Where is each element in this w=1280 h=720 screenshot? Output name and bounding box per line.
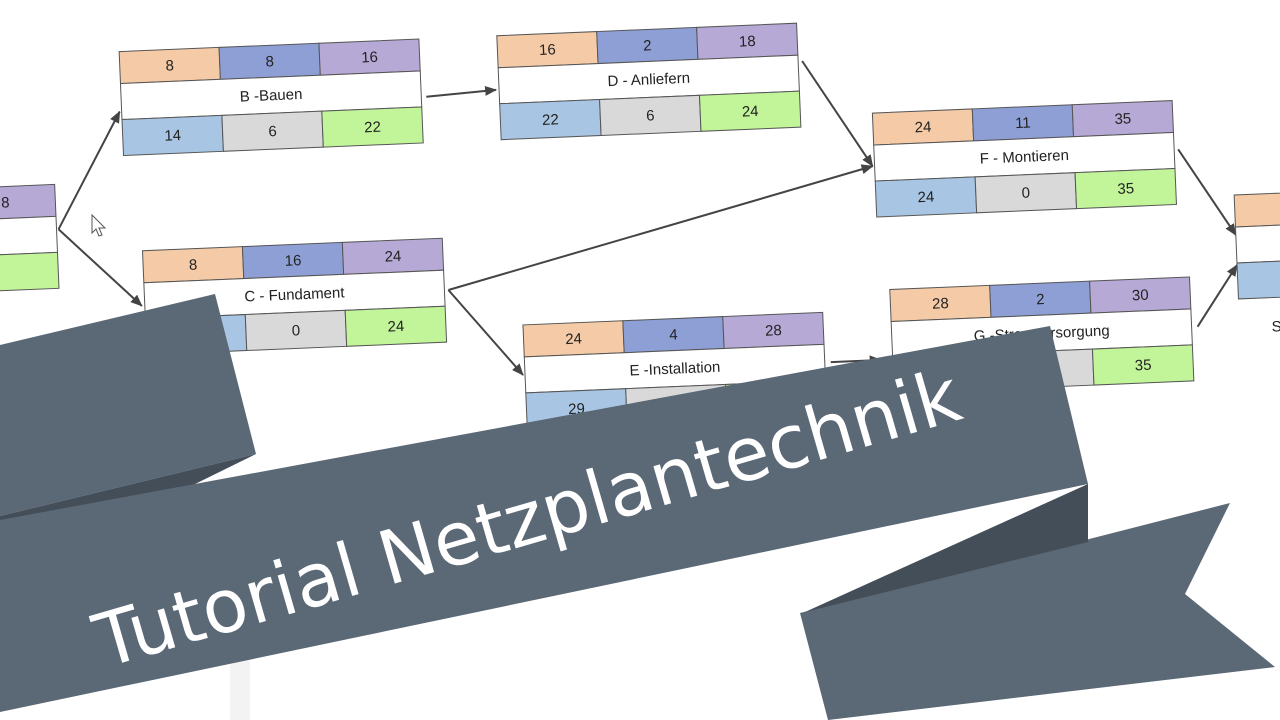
node-b-title: B -Bauen [240, 86, 303, 106]
node-c-buffer: 0 [291, 322, 300, 339]
arrow-c-to-f [448, 164, 874, 291]
node-f-buffer: 0 [1021, 185, 1030, 202]
arrow-c-to-e [447, 289, 524, 376]
node-g-bottom-right [1091, 344, 1195, 386]
cursor-icon [91, 213, 107, 237]
node-g-earliest-start: 28 [932, 295, 949, 313]
node-d-earliest-finish: 18 [739, 33, 756, 51]
arrow-a-to-c [57, 228, 143, 307]
node-g-duration: 2 [1036, 291, 1045, 308]
node-c-earliest-finish: 24 [384, 248, 401, 266]
node-b-latest-finish: 22 [364, 119, 381, 137]
node-b-bottom-right [321, 106, 424, 148]
node-d-bottom-right [698, 90, 802, 132]
node-f-earliest-start: 24 [914, 119, 931, 137]
node-b: 8 8 16 B -Bauen 14 6 22 [118, 38, 424, 157]
node-d-latest-finish: 24 [742, 103, 759, 121]
node-b-earliest-start: 8 [165, 57, 174, 74]
node-a: 8 [0, 183, 60, 294]
arrow-g-to-s [1196, 264, 1238, 328]
ribbon-main-band [0, 326, 1088, 712]
node-f-title: F - Montieren [979, 147, 1069, 168]
node-e-duration: 4 [669, 326, 678, 343]
node-c-bottom-right [344, 305, 448, 347]
ribbon-right-fold [805, 484, 1088, 612]
node-e-title: E -Installation [629, 359, 721, 380]
node-g-latest-finish: 35 [1134, 357, 1151, 375]
node-f-earliest-finish: 35 [1114, 110, 1131, 128]
node-s-title-cell [1234, 222, 1280, 264]
arrow-a-to-b [57, 110, 121, 230]
node-c-earliest-start: 8 [189, 257, 198, 274]
node-d-buffer: 6 [646, 107, 655, 124]
node-f-duration: 11 [1015, 114, 1031, 132]
node-g-earliest-finish: 30 [1132, 287, 1149, 305]
node-b-duration: 8 [265, 53, 274, 70]
node-s-bottom-left [1236, 258, 1280, 300]
node-f-bottom-right [1074, 167, 1177, 210]
node-d-earliest-start: 16 [539, 41, 556, 59]
arrows [57, 60, 1238, 376]
node-b-latest-start: 14 [164, 127, 181, 145]
arrow-b-to-d [426, 85, 498, 98]
node-c-duration: 16 [284, 252, 301, 270]
node-e-earliest-start: 24 [565, 330, 582, 348]
node-d-latest-start: 22 [542, 111, 559, 129]
node-f-latest-finish: 35 [1117, 180, 1134, 198]
node-c-title: C - Fundament [244, 284, 345, 305]
node-b-buffer: 6 [268, 123, 277, 140]
node-f: 24 11 35 F - Montieren 24 0 35 [871, 100, 1177, 218]
ribbon-left-tail [0, 294, 256, 516]
node-a-value-top-right: 8 [1, 194, 10, 211]
node-c-latest-finish: 24 [387, 318, 404, 336]
arrow-f-to-s [1177, 148, 1237, 236]
node-d-duration: 2 [643, 37, 652, 54]
node-b-earliest-finish: 16 [361, 49, 378, 67]
node-e-earliest-finish: 28 [765, 322, 782, 340]
ribbon-right-tail [800, 503, 1275, 720]
node-d-title: D - Anliefern [607, 70, 690, 90]
node-s: S [1233, 190, 1280, 336]
node-d: 16 2 18 D - Anliefern 22 6 24 [496, 22, 802, 141]
node-a-bottom-right [0, 251, 60, 294]
node-s-top-left [1233, 190, 1280, 228]
node-a-title-cell [0, 215, 59, 266]
node-f-latest-start: 24 [917, 189, 934, 207]
node-s-title: S [1271, 318, 1280, 335]
arrow-d-to-f [801, 60, 874, 167]
